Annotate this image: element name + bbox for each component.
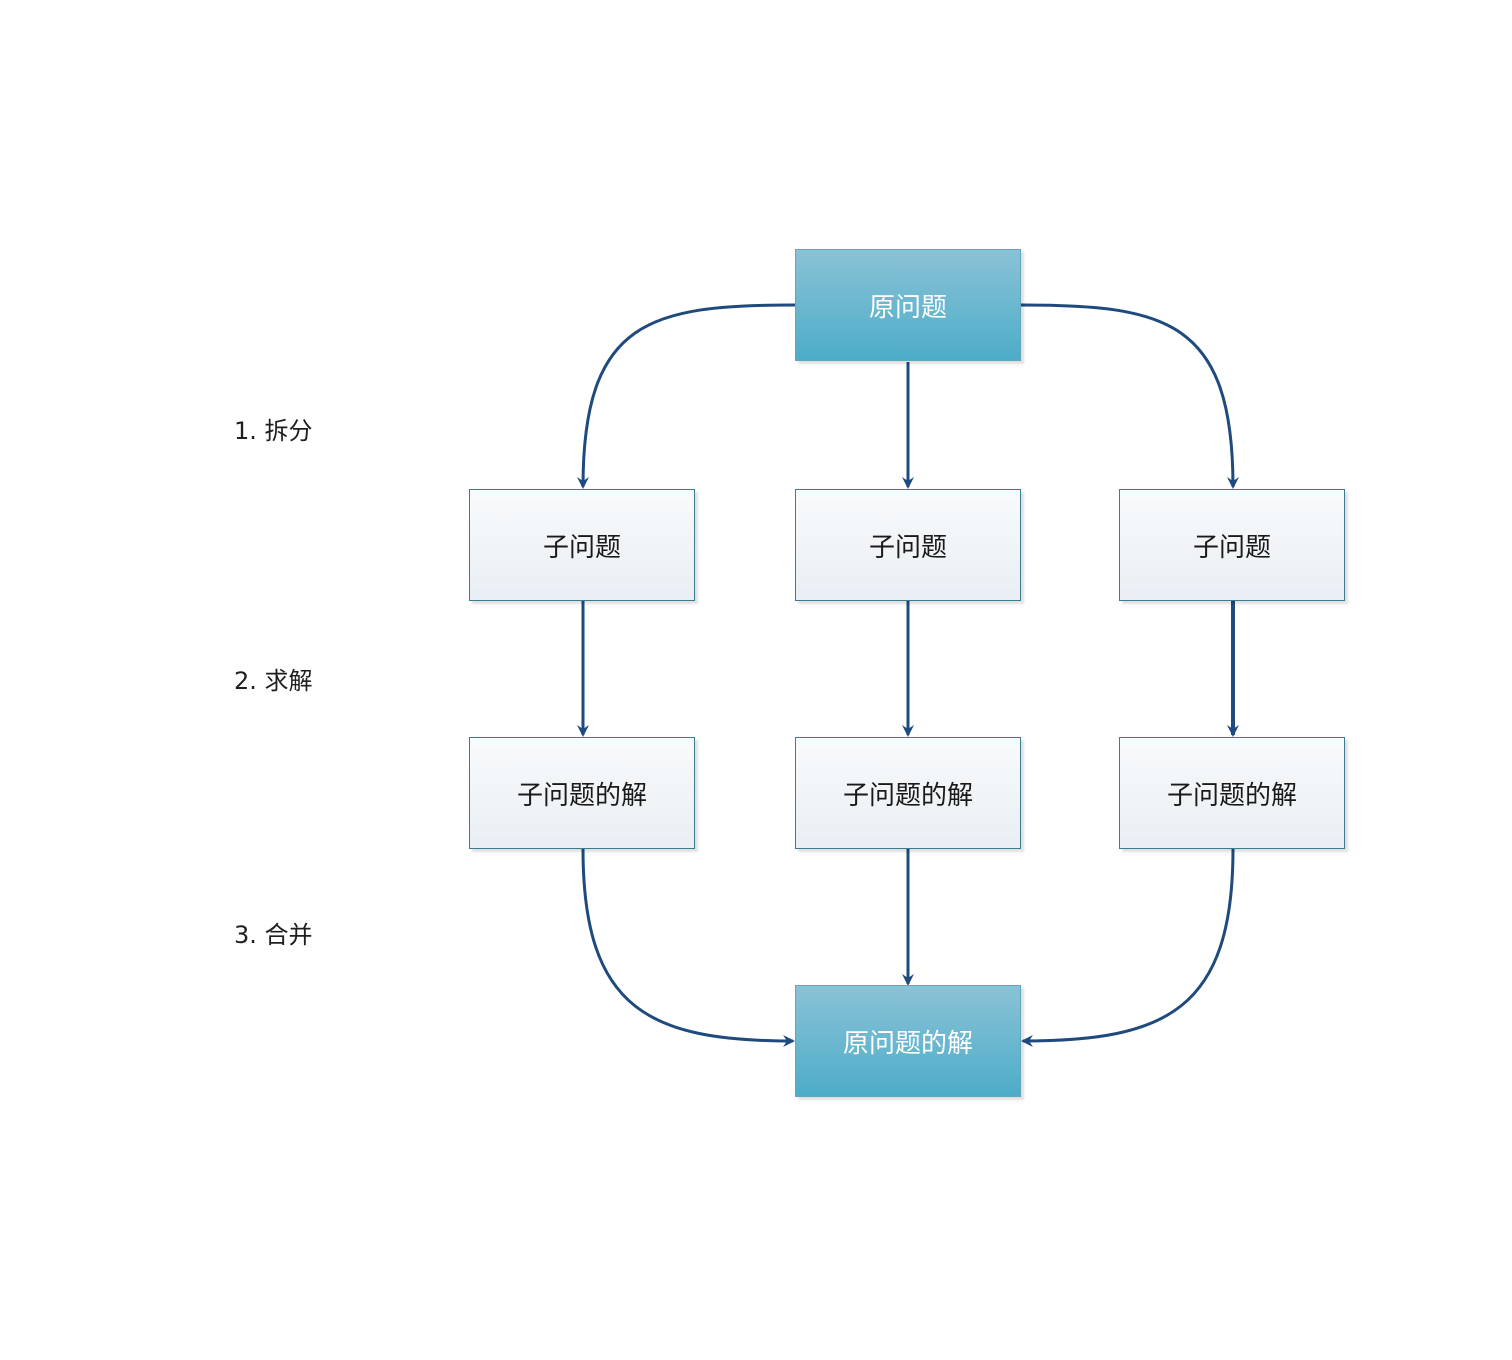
node-subproblem-3: 子问题 (1119, 489, 1345, 601)
arrow-original-to-sub-3 (1020, 303, 1239, 489)
step-label-merge: 3. 合并 (234, 921, 313, 949)
node-subsolution-1: 子问题的解 (469, 737, 695, 849)
arrow-solution-3-to-final (1021, 848, 1235, 1047)
arrow-solution-1-to-final (581, 848, 795, 1047)
node-subproblem-1: 子问题 (469, 489, 695, 601)
node-subsolution-3: 子问题的解 (1119, 737, 1345, 849)
node-subsolution-2: 子问题的解 (795, 737, 1021, 849)
node-subproblem-2: 子问题 (795, 489, 1021, 601)
arrow-original-to-sub-1 (577, 303, 796, 489)
step-label-solve: 2. 求解 (234, 667, 313, 695)
node-original-problem: 原问题 (795, 249, 1021, 361)
step-label-split: 1. 拆分 (234, 417, 313, 445)
node-original-solution: 原问题的解 (795, 985, 1021, 1097)
